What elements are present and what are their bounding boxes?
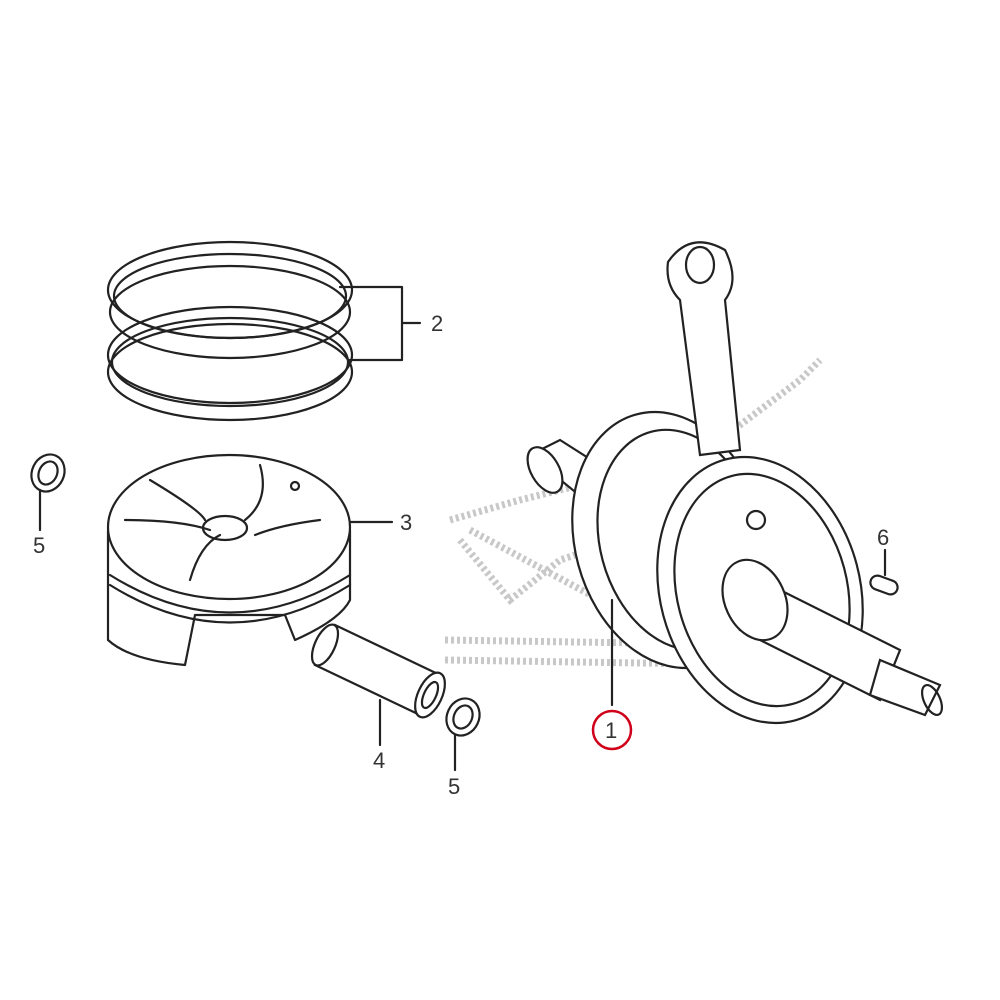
woodruff-key[interactable] [868,548,899,596]
piston-pin-clip-left[interactable] [25,449,70,532]
piston-ring-set[interactable] [106,240,422,422]
crankshaft[interactable] [520,241,946,746]
callout-label-1: 1 [605,718,617,743]
callout-label-6: 6 [877,525,889,550]
piston-pin[interactable] [307,621,451,747]
callout-label-5-left: 5 [33,533,45,558]
callout-label-2: 2 [431,311,443,336]
callout-label-5-right: 5 [448,774,460,799]
piston-pin-clip-right[interactable] [440,693,485,772]
callout-label-3: 3 [400,510,412,535]
piston[interactable] [106,453,394,667]
callout-highlight-circle [591,709,633,751]
callout-label-4: 4 [373,748,385,773]
